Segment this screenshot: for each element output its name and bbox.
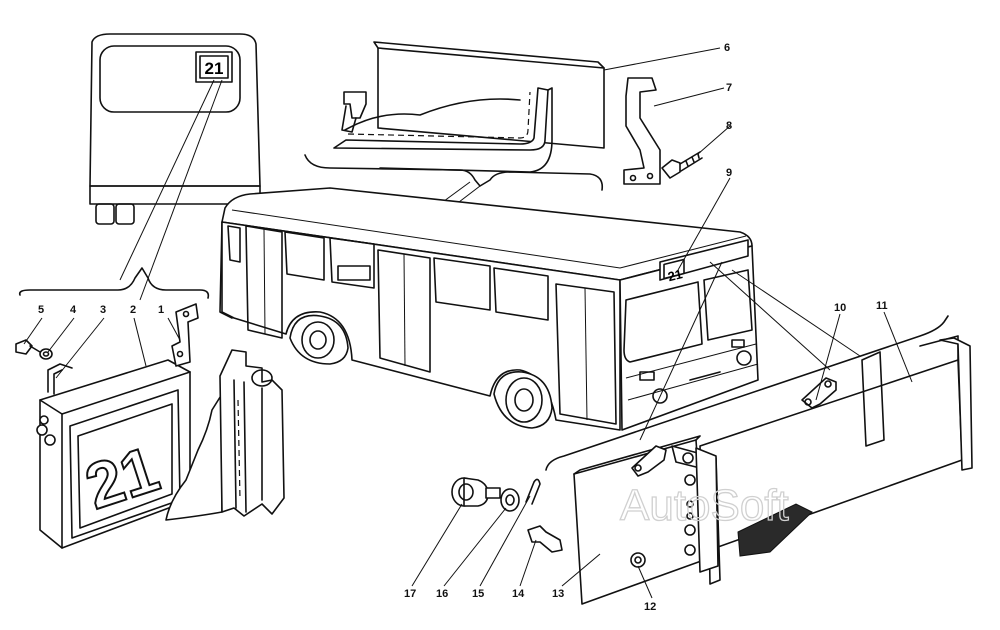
grommet-part-17 xyxy=(451,477,501,507)
speaker-mesh xyxy=(737,503,813,557)
watermark: AutoSoft xyxy=(620,481,789,530)
bracket-part-1 xyxy=(171,303,199,367)
bus-rear-view: 21 xyxy=(89,33,261,225)
callout-labels: 1 2 3 4 5 6 7 8 9 10 11 12 13 14 15 16 1… xyxy=(38,42,888,613)
callout-12: 12 xyxy=(644,601,656,613)
leader-front-sign xyxy=(709,261,831,371)
rear-route-sign-text: 21 xyxy=(205,59,224,78)
stud-part-14 xyxy=(527,525,563,553)
leader-rear-sign xyxy=(119,79,215,281)
detail-bracket-right xyxy=(545,315,949,471)
bus-main-view: 21 xyxy=(219,187,759,431)
nut-part-4 xyxy=(39,348,53,360)
bracket-part-7 xyxy=(623,77,661,185)
callout-5: 5 xyxy=(38,304,44,316)
callout-13: 13 xyxy=(552,588,564,600)
callout-14: 14 xyxy=(512,588,525,600)
callout-4: 4 xyxy=(70,304,77,316)
front-sign-panel xyxy=(573,335,973,605)
callout-8: 8 xyxy=(726,120,732,132)
callout-leaders xyxy=(23,47,913,599)
front-route-sign-text: 21 xyxy=(666,266,684,284)
section-profile xyxy=(165,349,285,521)
callout-7: 7 xyxy=(726,82,732,94)
callout-16: 16 xyxy=(436,588,448,600)
callout-9: 9 xyxy=(726,167,732,179)
route-sign-box: 21 xyxy=(36,359,191,549)
callout-10: 10 xyxy=(834,302,846,314)
callout-15: 15 xyxy=(472,588,484,600)
callout-2: 2 xyxy=(130,304,136,316)
detail-bracket-left xyxy=(18,267,210,299)
detail-bracket-top xyxy=(304,154,604,191)
callout-3: 3 xyxy=(100,304,106,316)
screw-part-8 xyxy=(661,151,703,179)
callout-1: 1 xyxy=(158,304,164,316)
callout-17: 17 xyxy=(404,588,416,600)
callout-6: 6 xyxy=(724,42,730,54)
interior-sign-detail xyxy=(333,41,605,173)
washer-part-16 xyxy=(500,488,520,512)
callout-11: 11 xyxy=(876,300,888,312)
bolt-part-5 xyxy=(15,339,41,355)
cotter-pin-part-15 xyxy=(525,478,541,505)
nut-part-12 xyxy=(630,552,646,568)
